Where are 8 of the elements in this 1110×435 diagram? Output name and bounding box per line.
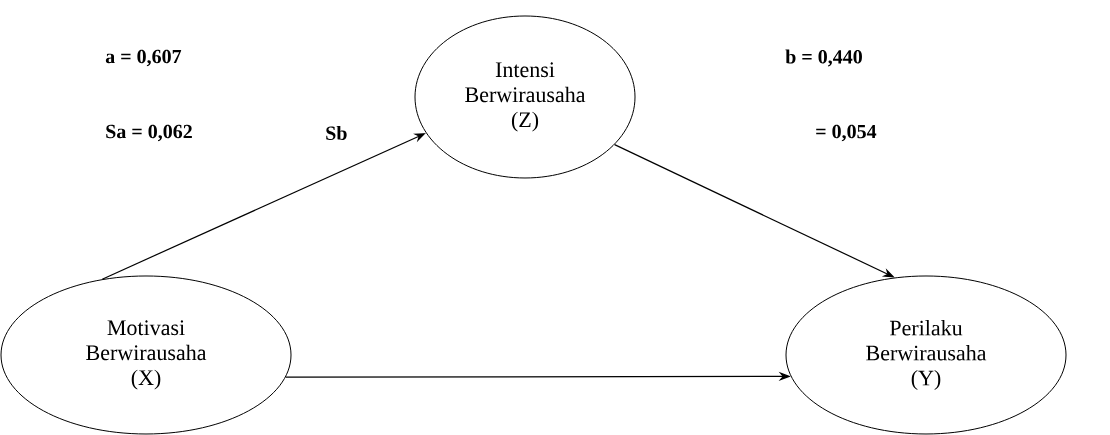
coefficient-label: Sa = 0,062: [106, 124, 192, 142]
coefficient-label: Sb: [326, 125, 347, 140]
ellipse-node: Perilaku Berwirausaha (Y): [785, 275, 1067, 435]
coefficient-label: = 0,054: [816, 124, 877, 142]
ellipse-node: Motivasi Berwirausaha (X): [0, 275, 292, 435]
ellipse-node: Intensi Berwirausaha (Z): [414, 15, 636, 179]
coefficient-label: b = 0,440: [785, 49, 862, 67]
coefficient-label: a = 0,607: [105, 49, 182, 67]
